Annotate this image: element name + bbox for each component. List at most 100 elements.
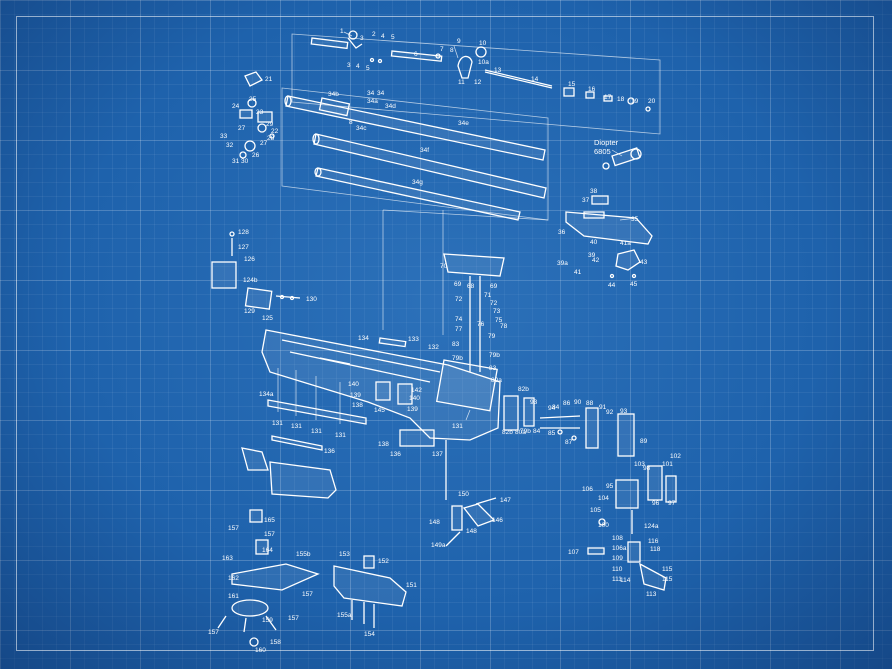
- callout: 134a: [259, 391, 274, 398]
- callout: 161: [228, 593, 239, 600]
- callout: 88: [586, 400, 594, 407]
- callout: 10a: [478, 59, 489, 66]
- callout: 105: [590, 507, 601, 514]
- callout: 79b: [452, 355, 463, 362]
- callout: 73: [493, 308, 501, 315]
- callout: 107: [568, 549, 579, 556]
- callout: 90: [574, 399, 582, 406]
- callout: 131: [291, 423, 302, 430]
- callout: 134: [358, 335, 369, 342]
- stock-body: [261, 253, 505, 441]
- diopter-number: 6805: [594, 147, 611, 156]
- callout: 42: [592, 257, 600, 264]
- callout: 80a: [515, 429, 526, 436]
- callout: 95: [606, 483, 614, 490]
- callout: 92: [606, 409, 614, 416]
- callout: 113: [646, 591, 657, 598]
- callout: 80a: [491, 377, 502, 384]
- butt-parts: [503, 395, 635, 457]
- callout: 128: [238, 229, 249, 236]
- callout: 93: [620, 408, 628, 415]
- callout: 72: [455, 296, 463, 303]
- callout: 13: [494, 67, 502, 74]
- callout: 30: [241, 158, 249, 165]
- callout: 84: [552, 404, 560, 411]
- trigger-small-parts: [239, 71, 275, 159]
- callout: 131: [335, 432, 346, 439]
- callout: 158: [270, 639, 281, 646]
- callout: 20: [648, 98, 656, 105]
- callout: 14: [531, 76, 539, 83]
- callout: 34: [367, 90, 375, 97]
- callout: 34b: [328, 91, 339, 98]
- callout: 31: [232, 158, 240, 165]
- callout: 18: [617, 96, 625, 103]
- sling-swivel-parts: [445, 440, 497, 547]
- callout: 8: [349, 119, 353, 126]
- callout: 21: [265, 76, 273, 83]
- callout: 157: [288, 615, 299, 622]
- callout: 84: [533, 428, 541, 435]
- barrel-rods: [284, 95, 547, 221]
- callout: 155b: [296, 551, 311, 558]
- callout: 106: [582, 486, 593, 493]
- callout: 115: [662, 576, 673, 583]
- callout: 40: [590, 239, 598, 246]
- callout: 15: [568, 81, 576, 88]
- callout: 29: [266, 121, 274, 128]
- callout: 33: [220, 133, 228, 140]
- callout: 100: [598, 522, 609, 529]
- callout: 45: [630, 281, 638, 288]
- callout: 124b: [243, 277, 258, 284]
- callout: 78: [500, 323, 508, 330]
- callout: 103: [634, 461, 645, 468]
- callout: 34g: [412, 179, 423, 186]
- callout: 34a: [367, 98, 378, 105]
- callout: 165: [264, 517, 275, 524]
- diopter-label: Diopter: [594, 138, 619, 147]
- callout: 136: [324, 448, 335, 455]
- callout: 126: [244, 256, 255, 263]
- callout: 93: [530, 399, 538, 406]
- callout: 34f: [420, 147, 429, 154]
- callout: 16: [588, 86, 596, 93]
- callout: 39a: [557, 260, 568, 267]
- callout: 89: [640, 438, 648, 445]
- callout: 26: [252, 152, 260, 159]
- callout: 68: [467, 283, 475, 290]
- callout: 75: [495, 317, 503, 324]
- front-block: [211, 231, 301, 310]
- callout-leaders: [343, 31, 637, 421]
- callout: 155a: [337, 612, 352, 619]
- callout: 91: [599, 404, 607, 411]
- callout: 71: [484, 292, 492, 299]
- callout: 83: [452, 341, 460, 348]
- callout: 24: [232, 103, 240, 110]
- callout: 34d: [385, 103, 396, 110]
- callout: 41: [574, 269, 582, 276]
- callout: 83: [489, 365, 497, 372]
- callout: 142: [411, 387, 422, 394]
- callout: 111: [612, 576, 622, 583]
- callout: 152: [378, 558, 389, 565]
- callout: 138: [352, 402, 363, 409]
- callout: 3: [347, 62, 351, 69]
- callout: 82b: [518, 386, 529, 393]
- callout: 4: [381, 33, 385, 40]
- callout: 27: [260, 140, 268, 147]
- callout: 157: [302, 591, 313, 598]
- callout: 104: [598, 495, 609, 502]
- callout: 160: [255, 647, 266, 654]
- callout: 157: [264, 531, 275, 538]
- callout: 139: [407, 406, 418, 413]
- callout: 74: [455, 316, 463, 323]
- callout: 116: [648, 538, 659, 545]
- callout: 39: [588, 252, 596, 259]
- callout: 147: [500, 497, 511, 504]
- callout: 34: [377, 90, 385, 97]
- callout: 154: [364, 631, 375, 638]
- bottom-block: [333, 555, 407, 628]
- callout: 151: [406, 582, 417, 589]
